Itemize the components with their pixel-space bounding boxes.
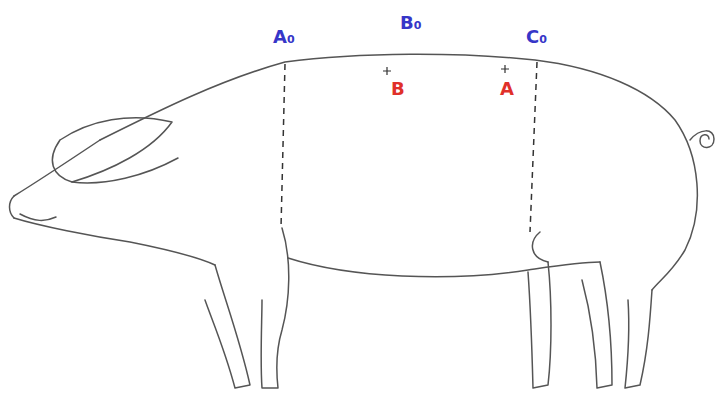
section-line xyxy=(530,62,537,232)
pig-back xyxy=(100,54,697,290)
measure-point-label: A₀ xyxy=(273,28,295,46)
pig-ear xyxy=(52,118,172,182)
point-label: A xyxy=(500,80,514,98)
point-label: B xyxy=(391,80,405,98)
pig-hind-leg xyxy=(528,262,551,388)
section-line xyxy=(281,64,285,228)
pig-head xyxy=(14,140,100,196)
point-mark xyxy=(501,65,509,73)
measure-point-label: C₀ xyxy=(526,28,547,46)
pig-haunch xyxy=(532,232,548,262)
pig-front-leg xyxy=(205,265,250,388)
pig-ear xyxy=(72,158,178,183)
pig-belly xyxy=(288,258,600,277)
pig-hind-leg xyxy=(582,262,612,388)
point-mark xyxy=(383,67,391,75)
pig-hind-leg xyxy=(625,290,652,388)
pig-snout xyxy=(10,196,15,218)
measure-point-label: B₀ xyxy=(400,14,422,32)
pig-mouth xyxy=(20,214,56,220)
pig-tail xyxy=(690,131,714,148)
pig-front-leg xyxy=(261,228,289,388)
pig-chest xyxy=(14,218,215,265)
